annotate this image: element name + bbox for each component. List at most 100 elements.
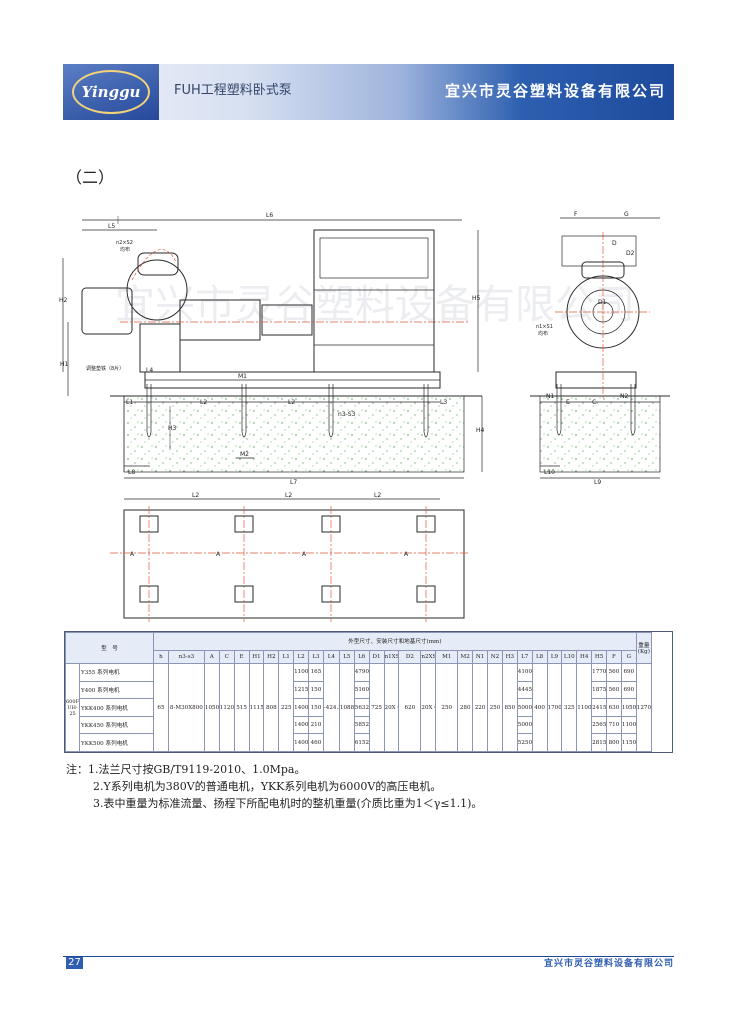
- col-H3: H3: [501, 649, 518, 665]
- cell-n3s3: 8-M30X800: [167, 663, 205, 752]
- header-weight: 重量(Kg): [635, 631, 653, 665]
- cell-F: 560: [606, 680, 622, 700]
- col-L6: L6: [353, 649, 370, 665]
- dim-L3: L3: [440, 399, 447, 406]
- header-dimensions: 外型尺寸、安装尺寸和地基尺寸(mm): [153, 632, 637, 651]
- cell-F: 800: [606, 733, 622, 752]
- cell-A: 1050: [203, 663, 220, 752]
- col-n3s3: n3-s3: [167, 649, 205, 665]
- cell-L3: 210: [308, 715, 324, 735]
- dim-L10: L10: [544, 469, 555, 476]
- dim-F: F: [574, 211, 578, 218]
- col-M2: M2: [457, 649, 474, 665]
- motor: [313, 229, 435, 373]
- cell-L2: 1400: [293, 715, 310, 735]
- spec-table: 型 号 外型尺寸、安装尺寸和地基尺寸(mm) 重量(Kg) h n3-s3 A …: [64, 631, 672, 752]
- dim-n3S3: n3-S3: [338, 411, 356, 418]
- cell-G: 690: [620, 680, 637, 700]
- header-model: 型 号: [64, 631, 155, 665]
- table-row: YKK400 系列电机 1400 150 5632 5000 2415 630 …: [66, 698, 672, 717]
- anchor-pockets: [139, 515, 436, 603]
- dim-H1: H1: [60, 361, 69, 368]
- col-h: h: [153, 649, 169, 665]
- dim-H3: H3: [168, 425, 177, 432]
- cell-L1: 225: [278, 663, 295, 752]
- motor-model: Y400 系列电机: [78, 680, 155, 700]
- col-L2: L2: [293, 649, 310, 665]
- plan-L2-b: L2: [285, 492, 292, 499]
- col-H2: H2: [263, 649, 280, 665]
- col-M1: M1: [435, 649, 459, 665]
- col-H4: H4: [576, 649, 593, 665]
- dim-M1: M1: [238, 373, 247, 380]
- cell-C: 1120: [218, 663, 235, 752]
- dim-n1S1: n1×S1: [536, 324, 553, 330]
- table-row: YKK450 系列电机 1400 210 5852 5000 2565 710 …: [66, 715, 672, 735]
- col-E: E: [233, 649, 250, 665]
- motor-outline-side: [561, 235, 637, 267]
- cell-L9: 1700: [546, 663, 563, 752]
- footer-rule: [63, 956, 674, 957]
- cell-F: 710: [606, 715, 622, 735]
- cell-L4: -424.5: [322, 663, 340, 752]
- note-3: 3.表中重量为标准流量、扬程下所配电机时的整机重量(介质比重为1＜γ≤1.1)。: [93, 797, 483, 810]
- col-L8: L8: [531, 649, 548, 665]
- coupling: [261, 304, 313, 336]
- cell-H1: 1115: [248, 663, 265, 752]
- plan-A-c: A: [302, 551, 307, 558]
- cell-L6: 5160: [353, 680, 370, 700]
- col-N2: N2: [487, 649, 503, 665]
- dim-L8: L8: [128, 469, 135, 476]
- cell-h: 65: [153, 663, 169, 752]
- col-H1: H1: [248, 649, 265, 665]
- anchor-bolts-front: [146, 384, 429, 438]
- cell-L6: 5852: [353, 715, 370, 735]
- watermark: 宜兴市灵谷塑料设备有限公司: [115, 282, 635, 328]
- dim-L6: L6: [266, 212, 273, 219]
- cell-L2: 1100: [293, 663, 310, 682]
- dim-L7: L7: [290, 479, 297, 486]
- col-G: G: [620, 649, 637, 665]
- dim-L9: L9: [594, 479, 601, 486]
- dim-N1: N1: [546, 393, 554, 400]
- motor-model: Y355 系列电机: [78, 663, 155, 682]
- page-number: 27: [66, 957, 83, 969]
- cell-H3: 850: [501, 663, 518, 752]
- cell-G: 1100: [620, 715, 637, 735]
- cell-L3: 460: [308, 733, 324, 752]
- col-L3: L3: [308, 649, 324, 665]
- col-L9: L9: [546, 649, 563, 665]
- motor-model: YKK500 系列电机: [78, 733, 155, 752]
- cell-L2: 1400: [293, 698, 310, 717]
- cell-L2: 1215: [293, 680, 310, 700]
- cell-L3: 165: [308, 663, 324, 682]
- logo-ring: Yinggu: [72, 70, 150, 114]
- cell-F: 630: [606, 698, 622, 717]
- footer-company-name: 宜兴市灵谷塑料设备有限公司: [543, 959, 674, 969]
- cell-G: 690: [620, 663, 637, 682]
- motor-model: YKK450 系列电机: [78, 715, 155, 735]
- dim-H5: H5: [472, 295, 481, 302]
- dim-L4: L4: [146, 367, 153, 374]
- dim-M2: M2: [240, 451, 249, 458]
- col-H5: H5: [591, 649, 608, 665]
- dim-H4: H4: [476, 427, 485, 434]
- cell-N1: 220: [472, 663, 489, 752]
- cell-D2: 620: [398, 663, 422, 752]
- foundation-plan: [110, 498, 470, 622]
- flange-note-top: 均布: [120, 246, 130, 253]
- cell-G: 1050: [620, 698, 637, 717]
- motor-model: YKK400 系列电机: [78, 698, 155, 717]
- cell-L5: 1088: [338, 663, 355, 752]
- col-F: F: [606, 649, 622, 665]
- cell-L7: 4445: [516, 680, 533, 700]
- col-L10: L10: [561, 649, 578, 665]
- cell-G: 1150: [620, 733, 637, 752]
- cell-L8: 400: [531, 663, 548, 752]
- cell-L7: 5250: [516, 733, 533, 752]
- col-C: C: [218, 649, 235, 665]
- table-row: YKK500 系列电机 1400 460 6152 5250 2815 800 …: [66, 733, 672, 752]
- logo-text: Yinggu: [81, 83, 141, 101]
- dim-D: D: [612, 240, 617, 247]
- table-row: Y400 系列电机 1215 150 5160 4445 1875 560 69…: [66, 680, 672, 700]
